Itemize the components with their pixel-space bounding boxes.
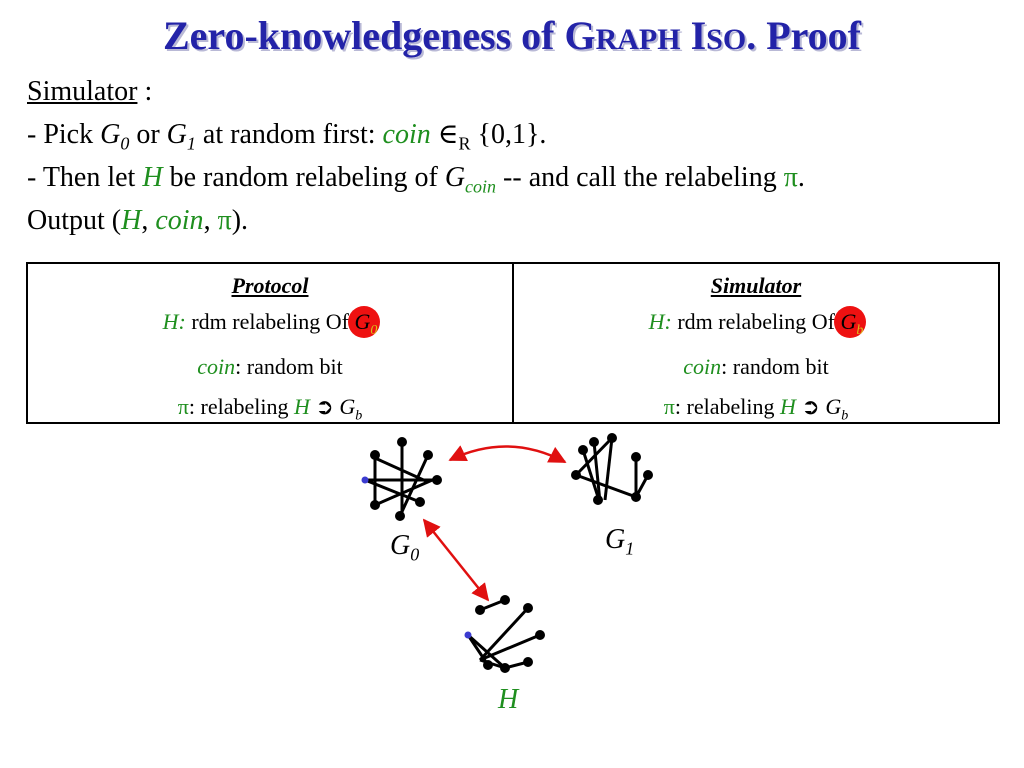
simulator-heading: Simulator :: [27, 76, 153, 107]
arrow-g0-h: [422, 518, 490, 602]
protocol-pi-row: π: relabeling H ➲ Gb: [177, 394, 363, 424]
graph-h: [464, 595, 545, 673]
arrow-g0-g1: [448, 445, 567, 464]
red-dot-marker: [348, 306, 381, 338]
relabel-line: - Then let H be random relabeling of Gco…: [27, 162, 805, 197]
output-line: Output (H, coin, π).: [27, 205, 249, 236]
simulator-pi-row: π: relabeling H ➲ Gb: [663, 394, 849, 424]
protocol-cell: Protocol H: rdm relabeling Of G0 coin: r…: [28, 264, 512, 424]
g1-label: G1: [605, 524, 635, 559]
g0-label: G0: [390, 530, 420, 565]
slide-title: Zero-knowledgeness of GRAPH ISO. Proof: [162, 13, 861, 58]
protocol-heading: Protocol: [231, 273, 309, 298]
graph-g0: [361, 437, 442, 521]
pick-line: - Pick G0 or G1 at random first: coin ∈R…: [27, 119, 547, 154]
simulator-coin-row: coin: random bit: [683, 354, 829, 380]
simulator-heading-cell: Simulator: [710, 273, 802, 298]
simulator-cell: Simulator H: rdm relabeling Of Gb coin: …: [512, 264, 998, 424]
protocol-h-row: H: rdm relabeling Of G0: [28, 304, 512, 349]
comparison-table: Protocol H: rdm relabeling Of G0 coin: r…: [26, 262, 1000, 424]
protocol-coin-row: coin: random bit: [197, 354, 343, 380]
simulator-h-row: H: rdm relabeling Of Gb: [514, 304, 998, 349]
graph-g1: [571, 433, 653, 505]
body-text: Simulator : - Pick G0 or G1 at random fi…: [27, 70, 805, 242]
h-label: H: [498, 684, 519, 715]
red-dot-marker: [834, 306, 867, 338]
